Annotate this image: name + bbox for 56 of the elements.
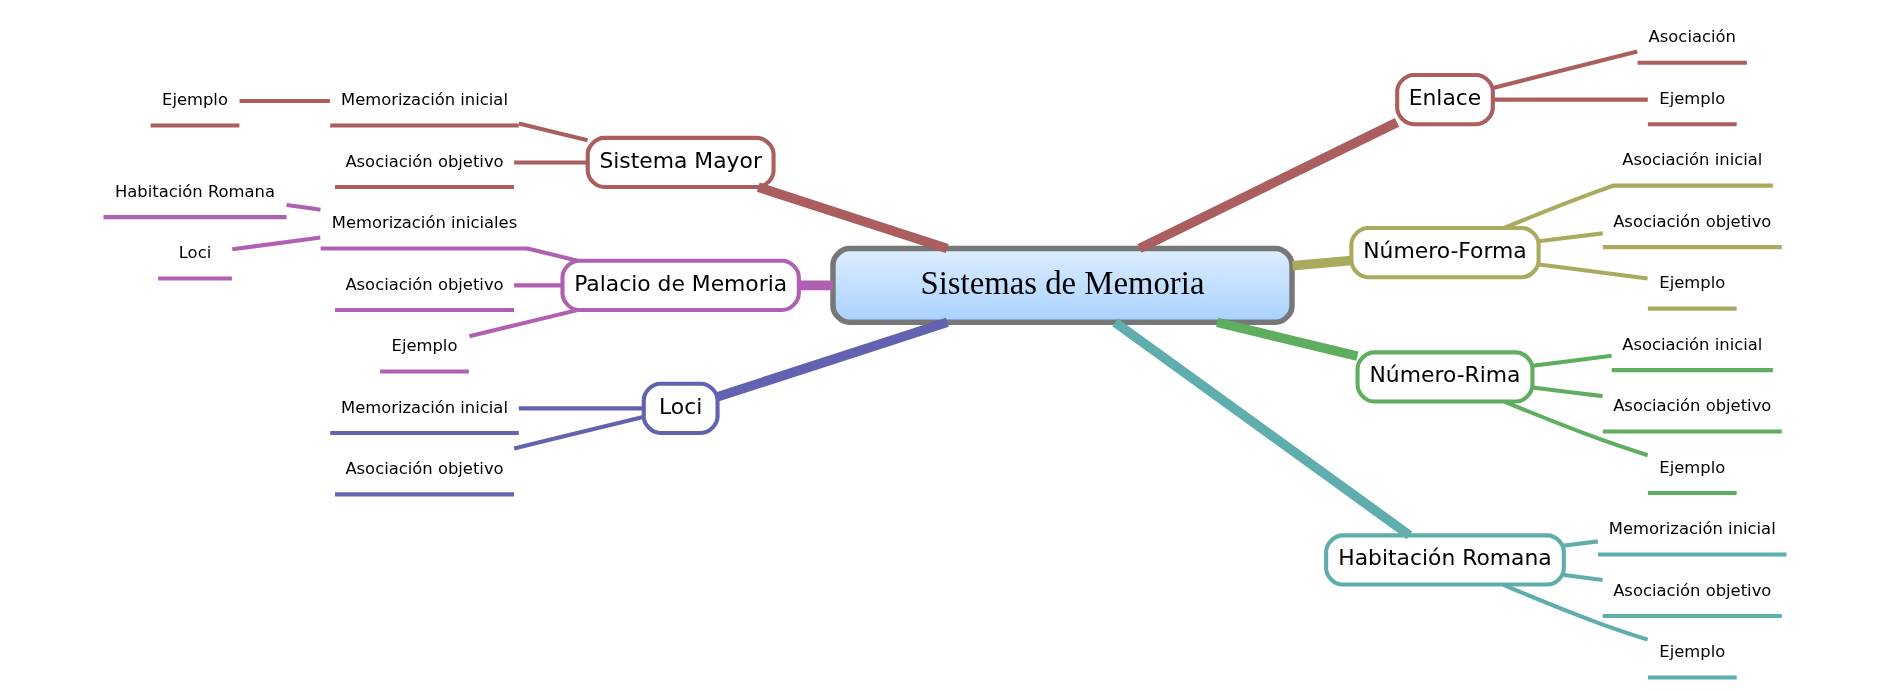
node-text: Asociación objetivo xyxy=(345,274,504,294)
connector xyxy=(514,283,563,288)
node-text: Memorización inicial xyxy=(1608,519,1776,539)
node-box: Número-Forma xyxy=(1349,225,1541,280)
node-box: Sistema Mayor xyxy=(585,135,776,190)
node-text: Habitación Romana xyxy=(115,181,275,201)
node-box: Habitación Romana xyxy=(1324,533,1566,587)
node-text: Ejemplo xyxy=(162,90,228,110)
connector xyxy=(1538,231,1604,244)
node-box: Loci xyxy=(641,381,720,435)
connector xyxy=(1532,353,1612,368)
node-text: Asociación objetivo xyxy=(1613,580,1772,600)
connector xyxy=(1503,399,1649,458)
connector xyxy=(232,235,321,252)
node-box: Enlace xyxy=(1395,72,1495,127)
connector xyxy=(286,202,321,212)
node-text: Ejemplo xyxy=(1659,273,1726,293)
connector xyxy=(1292,255,1352,271)
node-text: Memorización iniciales xyxy=(331,213,518,233)
connector xyxy=(798,280,833,291)
node-text: Asociación xyxy=(1648,27,1736,47)
node-text: Asociación inicial xyxy=(1622,334,1763,354)
connector xyxy=(1563,539,1599,548)
connector xyxy=(1492,49,1638,90)
node-text: Memorización inicial xyxy=(341,397,508,417)
node-text: Ejemplo xyxy=(1659,642,1726,662)
connector xyxy=(1216,317,1359,361)
node-text: Ejemplo xyxy=(1659,457,1726,477)
connector xyxy=(1538,262,1648,281)
node-text: Asociación objetivo xyxy=(1613,396,1772,416)
node-box: Palacio de Memoria xyxy=(560,258,801,313)
connector xyxy=(518,121,589,143)
node-box: Sistemas de Memoria xyxy=(830,245,1295,325)
connector xyxy=(527,246,579,263)
connector xyxy=(1492,97,1648,102)
node-box: Número-Rima xyxy=(1355,350,1535,404)
connector xyxy=(518,406,644,411)
connector xyxy=(514,160,588,165)
connector xyxy=(239,98,330,103)
node-text: Memorización inicial xyxy=(341,90,508,110)
connector xyxy=(468,308,578,339)
node-text: Asociación inicial xyxy=(1622,150,1763,170)
connector xyxy=(1502,582,1649,642)
node-text: Asociación objetivo xyxy=(1613,211,1772,231)
node-text: Asociación objetivo xyxy=(345,151,504,171)
connector xyxy=(716,317,949,402)
connector xyxy=(1137,118,1400,253)
node-text: Ejemplo xyxy=(1659,88,1726,108)
node-text: Loci xyxy=(178,243,212,263)
connector xyxy=(1112,318,1413,540)
connector xyxy=(1532,385,1603,399)
connector xyxy=(1563,573,1603,583)
node-text: Ejemplo xyxy=(391,336,458,356)
node-text: Asociación objetivo xyxy=(345,459,504,479)
connector xyxy=(513,415,644,451)
connector xyxy=(756,182,949,253)
